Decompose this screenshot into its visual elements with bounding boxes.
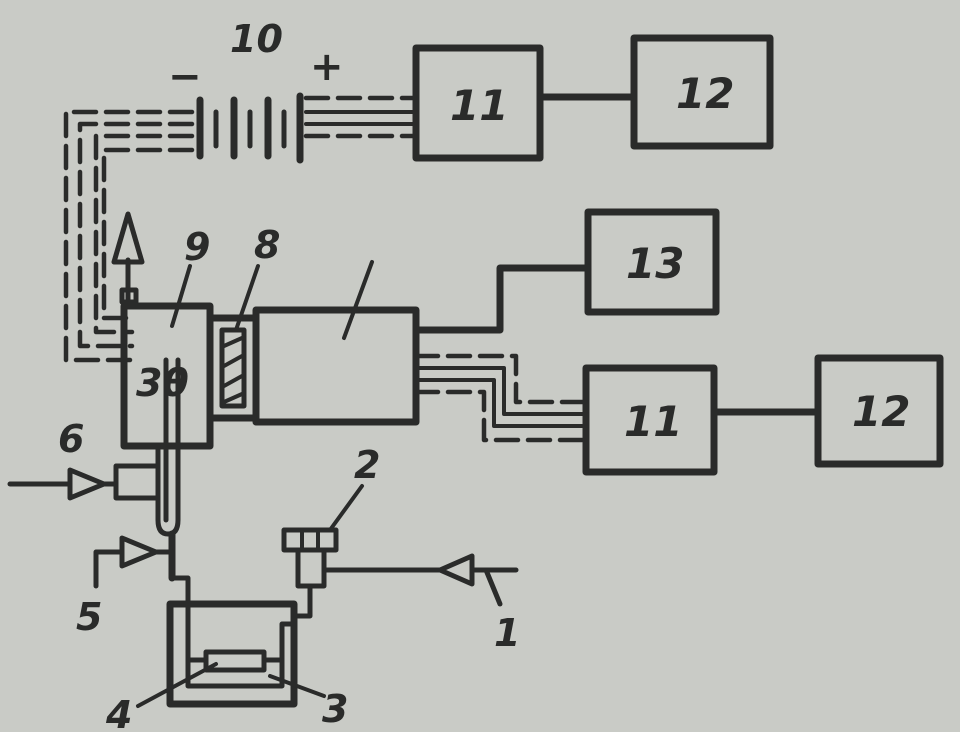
box-11-top-label: 11: [450, 81, 508, 130]
input-5: [93, 535, 175, 589]
window-8-filter: [219, 327, 247, 409]
callout-9: 9: [184, 225, 210, 269]
callout-10: 10: [230, 17, 283, 61]
battery-minus-sign: −: [168, 54, 202, 100]
connector-7-13: [412, 264, 592, 334]
box-12-bottom-label: 12: [852, 387, 910, 436]
callout-6: 6: [58, 417, 84, 461]
box-11-top: [412, 44, 544, 162]
block-3-inner: [169, 575, 295, 689]
callout-3: 3: [322, 687, 348, 731]
leader-7: [342, 260, 374, 340]
leader-8: [234, 264, 260, 332]
box-12-top: [630, 34, 774, 150]
window-8: [206, 314, 260, 422]
element-4: [203, 649, 267, 673]
box-13-label: 13: [626, 239, 684, 288]
callout-8: 8: [254, 223, 280, 267]
leader-3: [268, 674, 326, 698]
callout-2: 2: [354, 443, 380, 487]
callout-4: 4: [105, 693, 132, 732]
box-12-bottom: [814, 354, 944, 468]
input-6: [7, 463, 161, 501]
block-3-outer: [166, 600, 298, 708]
box-11-bottom-label: 11: [624, 397, 682, 446]
callout-3o: 3θ: [136, 361, 189, 405]
chamber-7: [252, 306, 420, 426]
battery-10: [196, 92, 304, 164]
element-9-body: [120, 302, 214, 450]
exhaust-arrow: [111, 211, 145, 309]
box-13: [584, 208, 720, 316]
callout-1: 1: [494, 611, 520, 655]
leader-9: [170, 264, 192, 328]
callout-5: 5: [76, 595, 102, 639]
box-12-top-label: 12: [676, 69, 734, 118]
battery-to-box11-lines: [303, 95, 417, 139]
battery-plus-sign: +: [310, 44, 344, 90]
box-11-bottom: [582, 364, 718, 476]
battery-to-element9-lines: [63, 109, 195, 363]
input-1: [321, 553, 519, 607]
burner-tube: [155, 357, 181, 582]
leader-2: [328, 484, 364, 532]
chamber7-to-box11-lines: [413, 353, 589, 443]
leader-4: [136, 662, 218, 708]
